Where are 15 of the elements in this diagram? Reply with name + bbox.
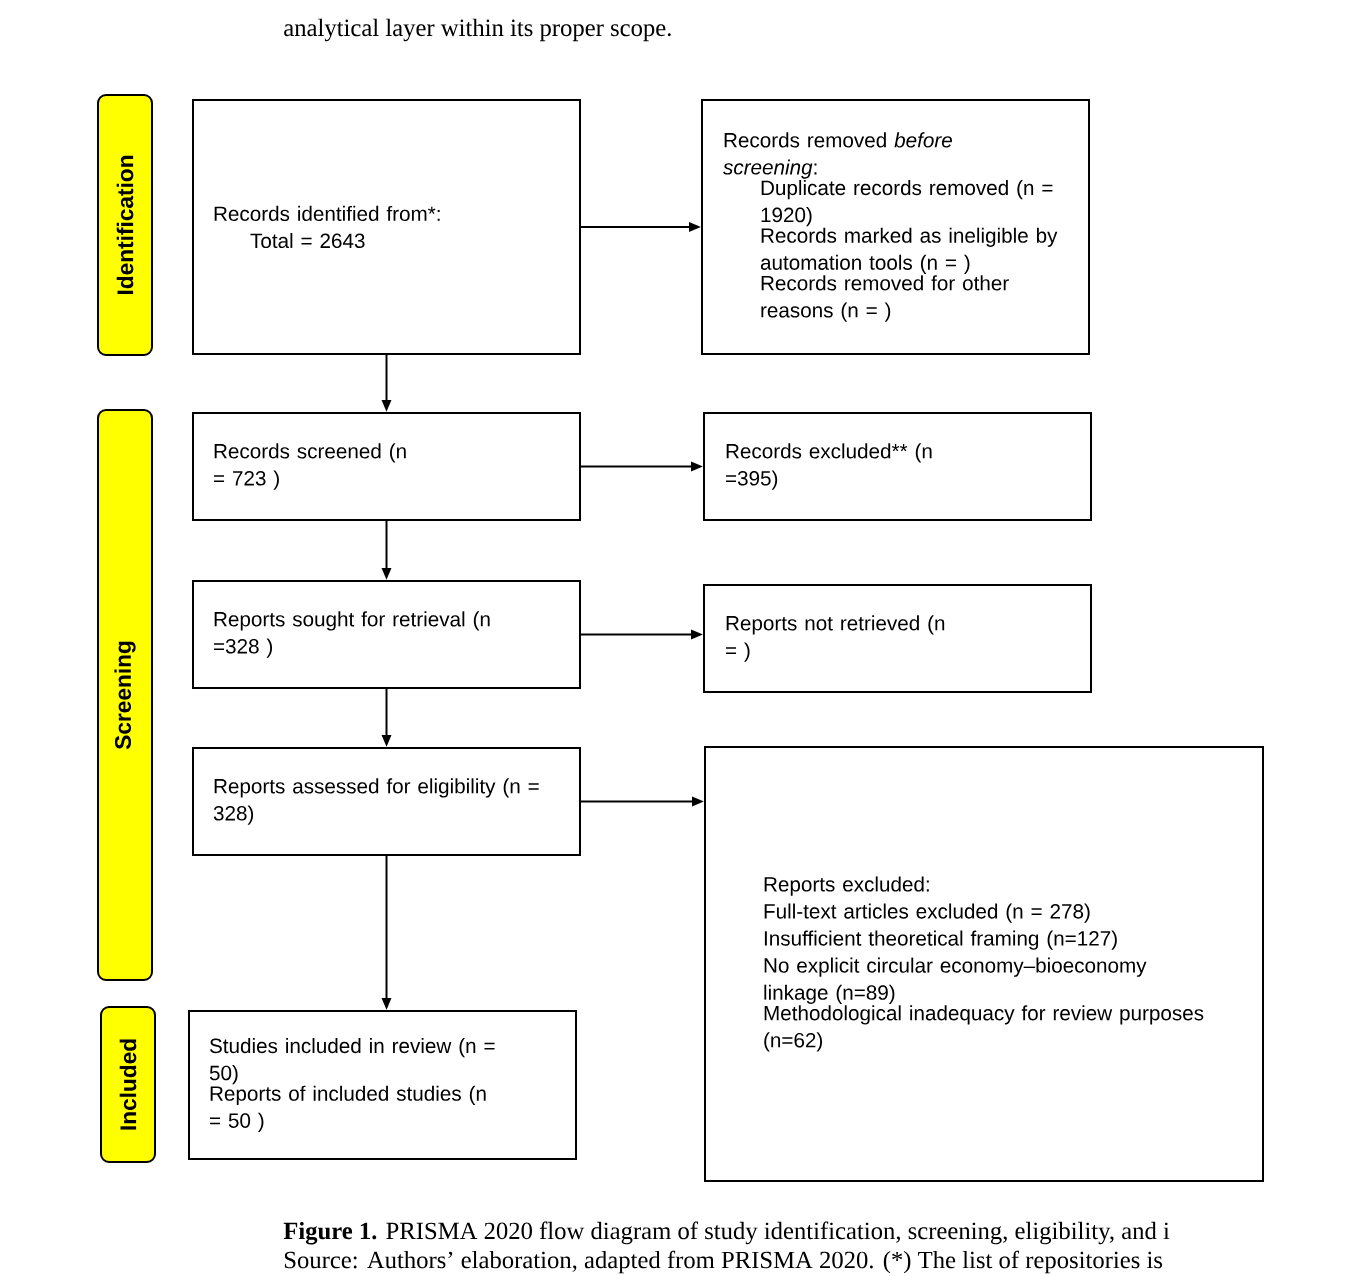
process-box: Reports excluded: Full-text articles excluded (n = 278) Insufficient theoretical framing (n=127) No explicit circular economy–bioeconomy linkage (n=89) Methodological inadequacy for review purposes (n=62) xyxy=(704,746,1264,1182)
body-text: Source: Authors’ elaboration, adapted from PRISMA 2020. (*) The list of repositories is xyxy=(284,1250,1163,1274)
process-box: Records excluded** (n =395) xyxy=(703,412,1092,521)
body-text: analytical layer within its proper scope. xyxy=(284,18,671,42)
process-box: Studies included in review (n = 50) Reports of included studies (n = 50 ) xyxy=(188,1010,577,1160)
figure-caption: Figure 1. PRISMA 2020 flow diagram of study identification, screening, eligibility, and i xyxy=(283,1221,1170,1245)
process-box: Reports sought for retrieval (n =328 ) xyxy=(192,580,581,689)
process-box: Records identified from*: Total = 2643 xyxy=(192,99,581,355)
process-box: Reports assessed for eligibility (n = 328) xyxy=(192,747,581,856)
process-box: Reports not retrieved (n = ) xyxy=(703,584,1092,693)
stage-band: Screening xyxy=(97,409,153,981)
process-box: Records removed before screening: Duplicate records removed (n = 1920) Records marked as ineligible by automation tools (n = ) Records removed for other reasons (n = ) xyxy=(701,99,1090,355)
stage-band: Included xyxy=(100,1006,156,1163)
process-box: Records screened (n = 723 ) xyxy=(192,412,581,521)
stage-band: Identification xyxy=(97,94,153,356)
